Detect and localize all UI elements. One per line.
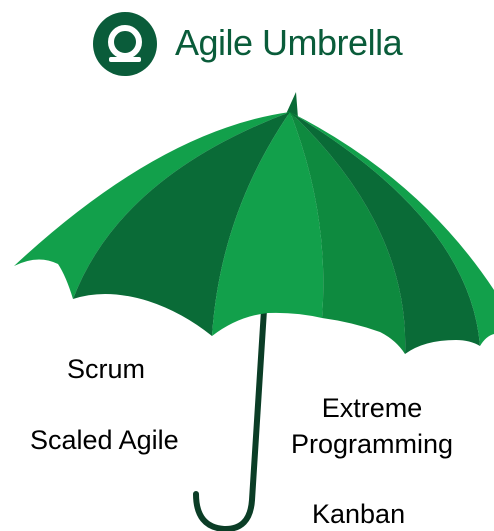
canopy-panel-1 xyxy=(14,112,290,299)
agile-umbrella-logo-icon xyxy=(93,12,157,76)
canopy-panel-2 xyxy=(73,112,290,336)
umbrella-handle xyxy=(193,307,267,531)
label-scrum: Scrum xyxy=(67,354,146,384)
label-extreme-programming: Extreme Programming xyxy=(272,390,472,462)
canopy-panel-5 xyxy=(290,112,480,354)
umbrella-tip xyxy=(286,92,298,118)
label-scaled-agile: Scaled Agile xyxy=(30,425,179,455)
label-kanban: Kanban xyxy=(312,499,406,529)
label-extreme-programming-line2: Programming xyxy=(290,429,454,459)
canopy-panel-3 xyxy=(212,112,324,336)
header: Agile Umbrella xyxy=(0,0,494,90)
page-title: Agile Umbrella xyxy=(175,22,403,63)
label-extreme-programming-line1: Extreme xyxy=(321,393,423,423)
canopy-panel-4 xyxy=(290,112,406,354)
